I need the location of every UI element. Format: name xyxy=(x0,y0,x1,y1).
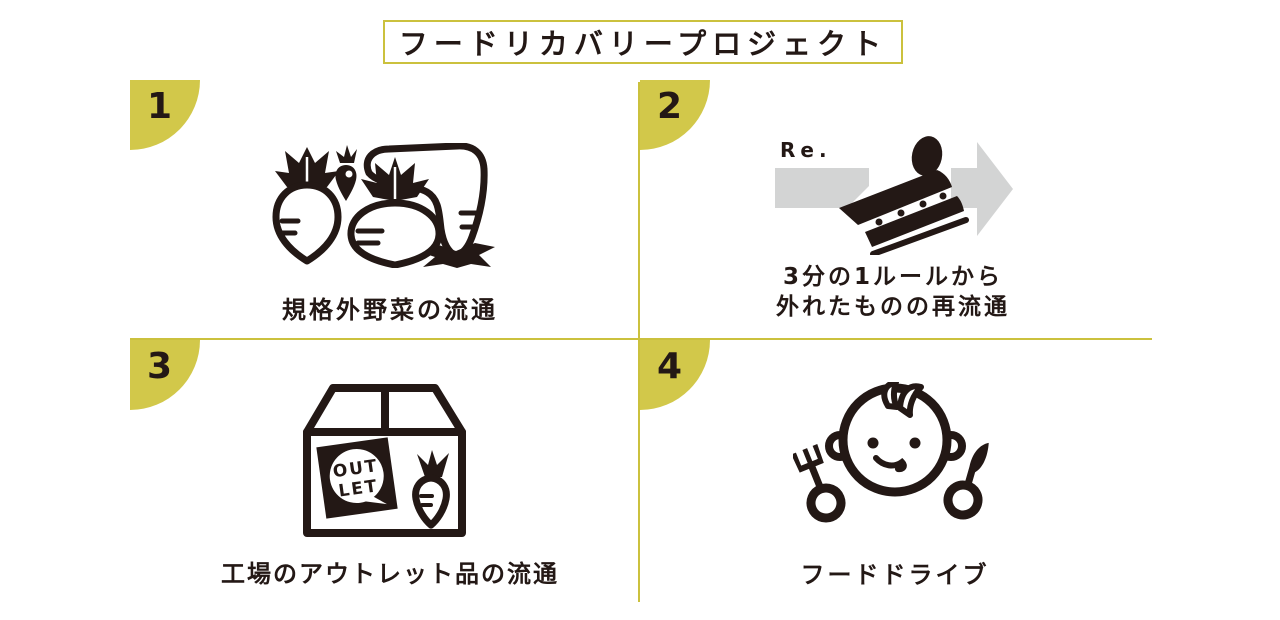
number-badge-1: 1 xyxy=(130,80,200,150)
quadrant-4-label: フードドライブ xyxy=(800,561,990,589)
small-carrot xyxy=(335,145,357,201)
carrot-in-box xyxy=(412,450,450,529)
quadrant-1-label: 規格外野菜の流通 xyxy=(282,296,498,324)
quadrant-3: 3 OUT LET 工場のアウトレット品の流通 xyxy=(130,340,638,602)
vertical-divider xyxy=(638,82,640,602)
badge-number-2: 2 xyxy=(657,86,683,127)
quadrant-2-label-line2: 外れたものの再流通 xyxy=(776,294,1010,320)
knife-icon xyxy=(943,442,989,520)
flow-arrow xyxy=(775,142,1013,236)
radish xyxy=(272,147,342,265)
number-badge-3: 3 xyxy=(130,340,200,410)
baby-with-cutlery-icon xyxy=(793,382,989,523)
badge-number-3: 3 xyxy=(147,346,173,387)
quadrant-2-label: 3分の1ルールから 外れたものの再流通 xyxy=(663,262,1123,322)
fork-icon xyxy=(793,443,846,523)
badge-number-1: 1 xyxy=(147,86,173,127)
horizontal-divider xyxy=(130,338,1152,340)
quadrant-4: 4 フードドライブ xyxy=(640,340,1152,602)
cake-redistribution-arrow-icon xyxy=(775,136,1013,255)
page-title: フードリカバリープロジェクト xyxy=(398,27,888,61)
cake-slice xyxy=(839,136,969,255)
baby-face xyxy=(825,382,966,497)
badge-number-4: 4 xyxy=(657,346,683,387)
quadrant-2: 2 Re. 3分の1ルールから 外れたものの再流通 xyxy=(640,80,1152,338)
quadrant-2-label-line1: 3分の1ルールから xyxy=(782,264,1003,290)
outlet-sticker: OUT LET xyxy=(316,437,398,519)
turnip xyxy=(347,157,443,268)
number-badge-4: 4 xyxy=(640,340,710,410)
re-label: Re. xyxy=(780,138,832,162)
irregular-vegetables-icon xyxy=(272,143,495,268)
number-badge-2: 2 xyxy=(640,80,710,150)
title-box: フードリカバリープロジェクト xyxy=(383,20,903,64)
quadrant-1: 1 xyxy=(130,80,638,338)
factory-outlet-box-icon: OUT LET xyxy=(303,384,466,537)
quadrant-3-label: 工場のアウトレット品の流通 xyxy=(221,560,559,588)
